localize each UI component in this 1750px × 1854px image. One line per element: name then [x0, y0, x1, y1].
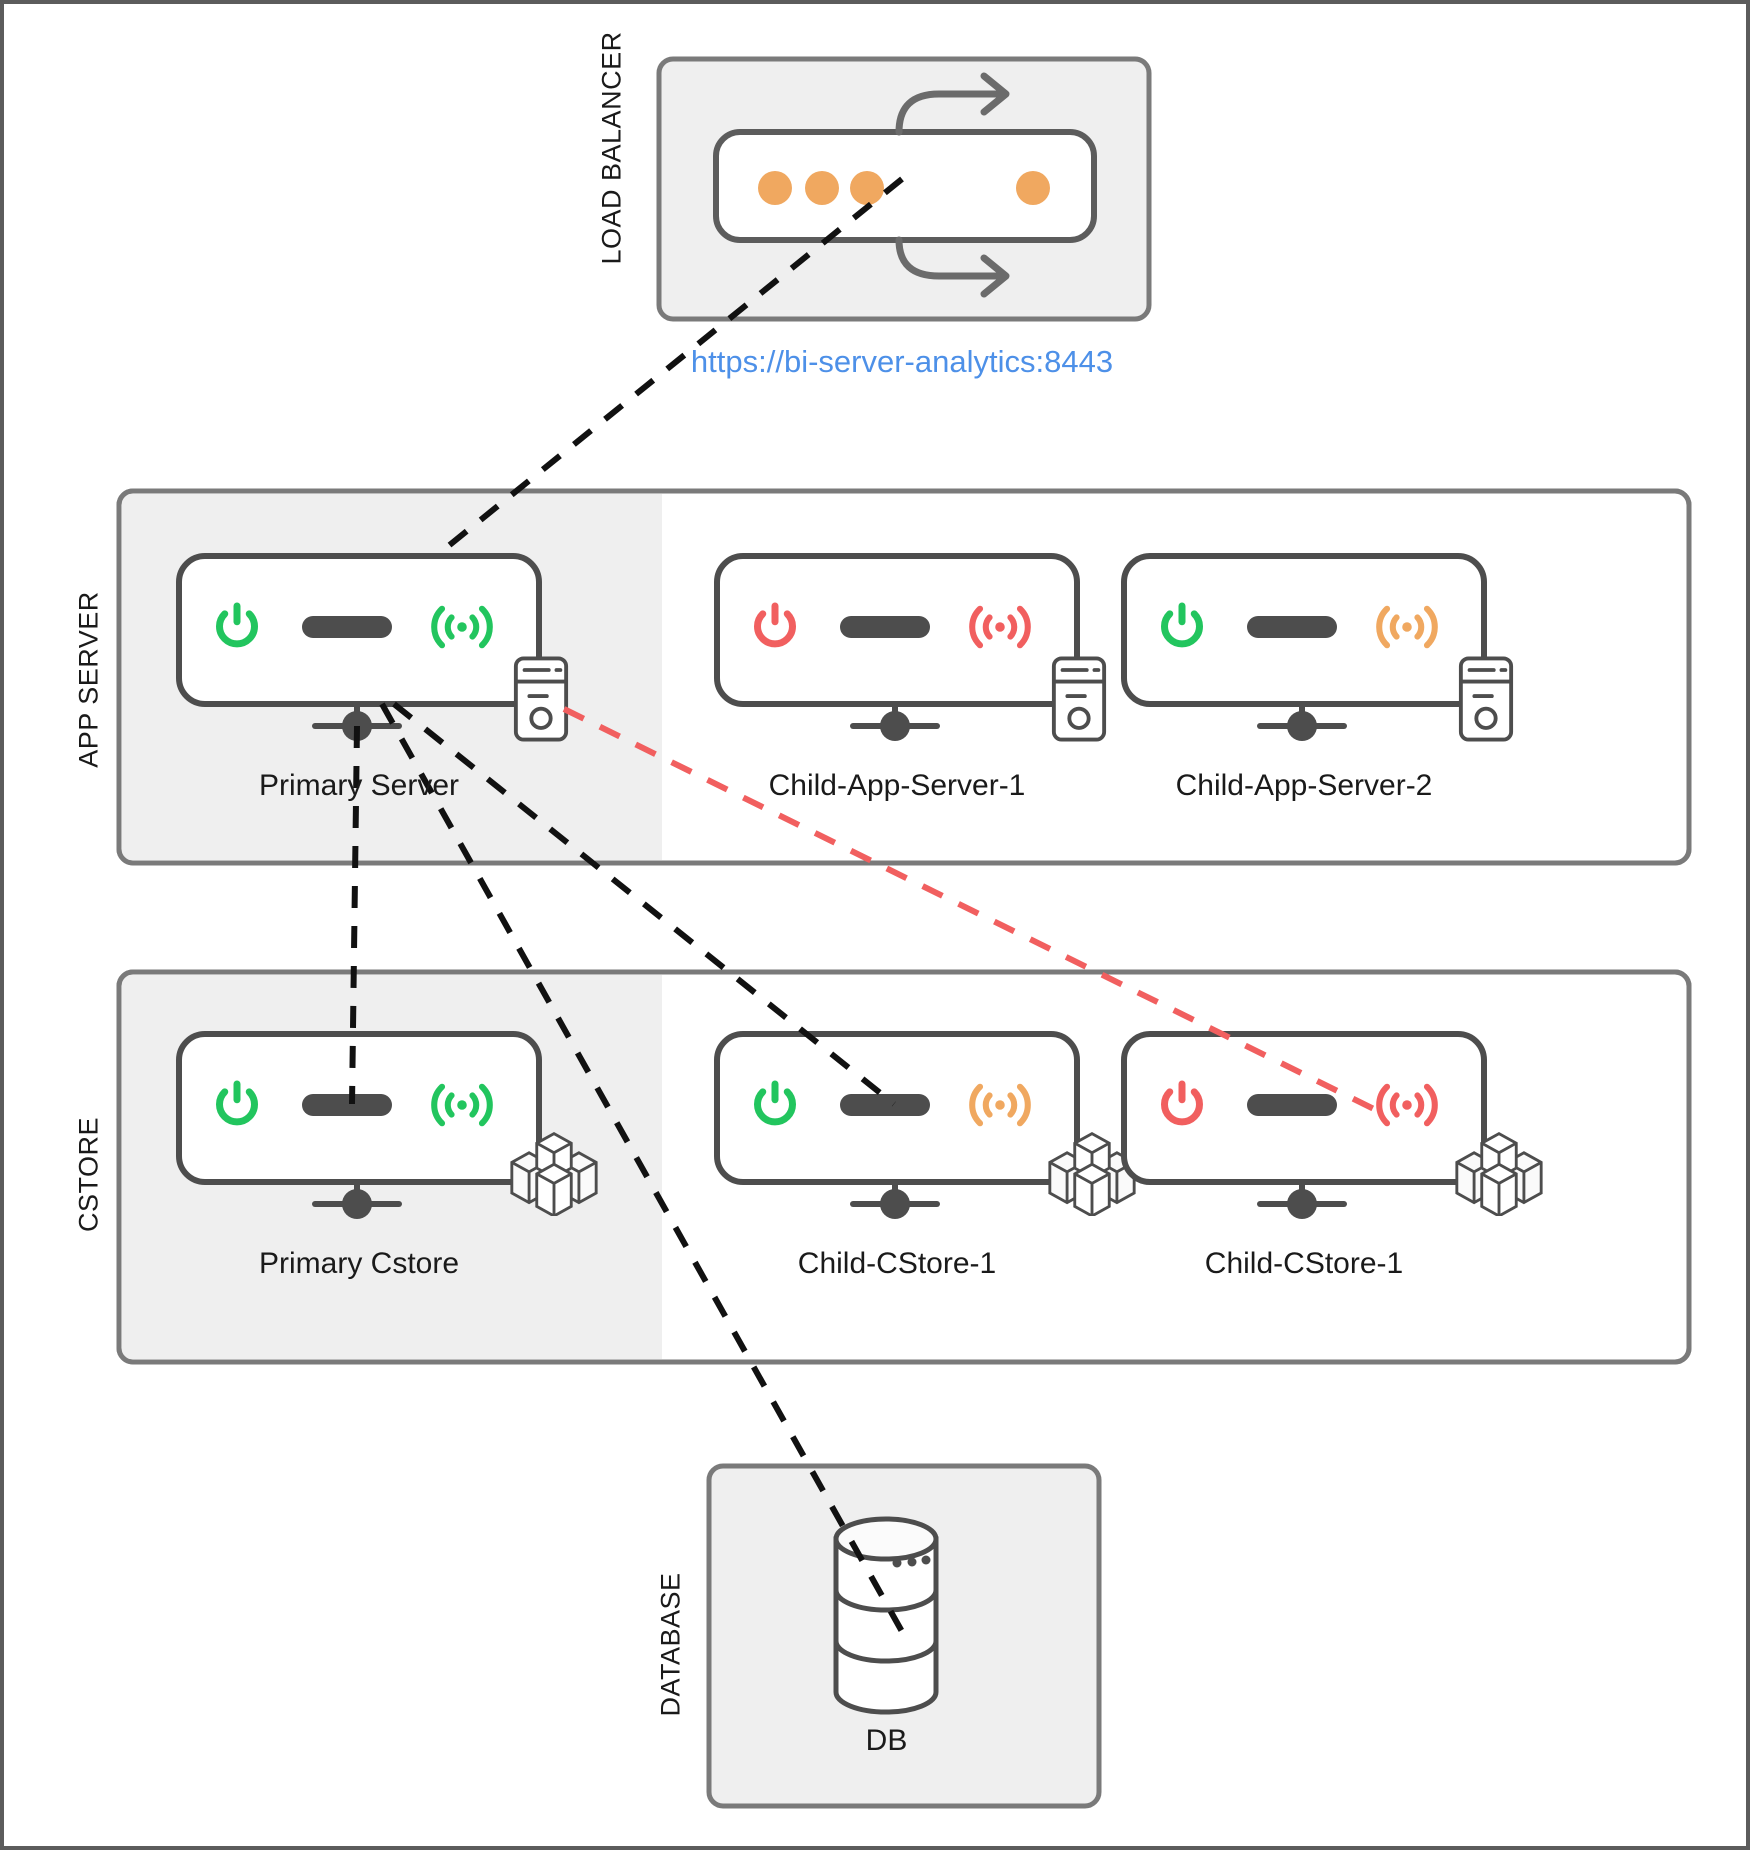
zone-label-text: LOAD BALANCER	[596, 31, 627, 265]
server-tower-icon	[513, 656, 569, 742]
diagram-svg	[116, 56, 1692, 1809]
link-lb-to-primary-server	[434, 176, 904, 559]
zone-database	[706, 1463, 1102, 1809]
load-balancer-dots	[758, 171, 1050, 205]
zone-app-server-outline	[116, 488, 1692, 866]
node-child-cstore-2[interactable]	[1121, 1031, 1543, 1219]
load-balancer-url[interactable]: https://bi-server-analytics:8443	[690, 344, 1114, 379]
database-cylinder-icon	[833, 1516, 939, 1715]
node-connector-dot	[1287, 1189, 1317, 1219]
node-label-db: DB	[865, 1724, 908, 1757]
node-bar-indicator	[840, 1094, 930, 1116]
zone-label-cstore: CSTORE	[74, 1085, 105, 1265]
node-label-child-app-server-2: Child-App-Server-2	[1175, 769, 1433, 802]
node-bar-indicator	[302, 616, 392, 638]
arrow-right-top-icon	[895, 72, 1010, 136]
zone-cstore	[116, 969, 1692, 1365]
node-bar-indicator	[840, 616, 930, 638]
zone-label-app-server: APP SERVER	[74, 585, 105, 775]
node-bar-indicator	[1247, 616, 1337, 638]
zone-label-text: DATABASE	[655, 1572, 686, 1717]
zone-label-database: DATABASE	[656, 1550, 687, 1740]
zone-cstore-outline	[116, 969, 1692, 1365]
connection-lines	[349, 176, 1376, 1646]
node-label-child-cstore-1: Child-CStore-1	[797, 1247, 997, 1280]
node-connector-dot	[880, 711, 910, 741]
link-primary-server-to-child-cstore-1	[392, 701, 896, 1107]
node-child-app-server-1[interactable]	[714, 553, 1107, 742]
arrow-right-bottom-icon	[895, 236, 1010, 298]
zone-load-balancer	[656, 56, 1152, 322]
node-connector-dot	[342, 1189, 372, 1219]
node-child-cstore-1[interactable]	[714, 1031, 1136, 1219]
node-connector-dot	[1287, 711, 1317, 741]
server-tower-icon	[1051, 656, 1107, 742]
node-bar-indicator	[302, 1094, 392, 1116]
server-tower-icon	[1458, 656, 1514, 742]
load-balancer-bar	[713, 129, 1097, 243]
node-bar-indicator	[1247, 1094, 1337, 1116]
node-primary-cstore[interactable]	[176, 1031, 598, 1219]
node-child-app-server-2[interactable]	[1121, 553, 1514, 742]
zone-label-text: CSTORE	[73, 1116, 104, 1233]
node-label-primary-server: Primary Server	[258, 769, 460, 802]
link-primary-server-to-child-cstore-2	[562, 706, 1376, 1112]
zone-label-text: APP SERVER	[73, 591, 104, 768]
node-label-child-app-server-1: Child-App-Server-1	[768, 769, 1026, 802]
node-label-child-cstore-2: Child-CStore-1	[1204, 1247, 1404, 1280]
zone-label-load-balancer: LOAD BALANCER	[597, 31, 628, 264]
zone-app-server	[116, 488, 1692, 866]
node-label-primary-cstore: Primary Cstore	[258, 1247, 460, 1280]
node-connector-dot	[880, 1189, 910, 1219]
link-primary-server-to-db	[379, 702, 912, 1646]
